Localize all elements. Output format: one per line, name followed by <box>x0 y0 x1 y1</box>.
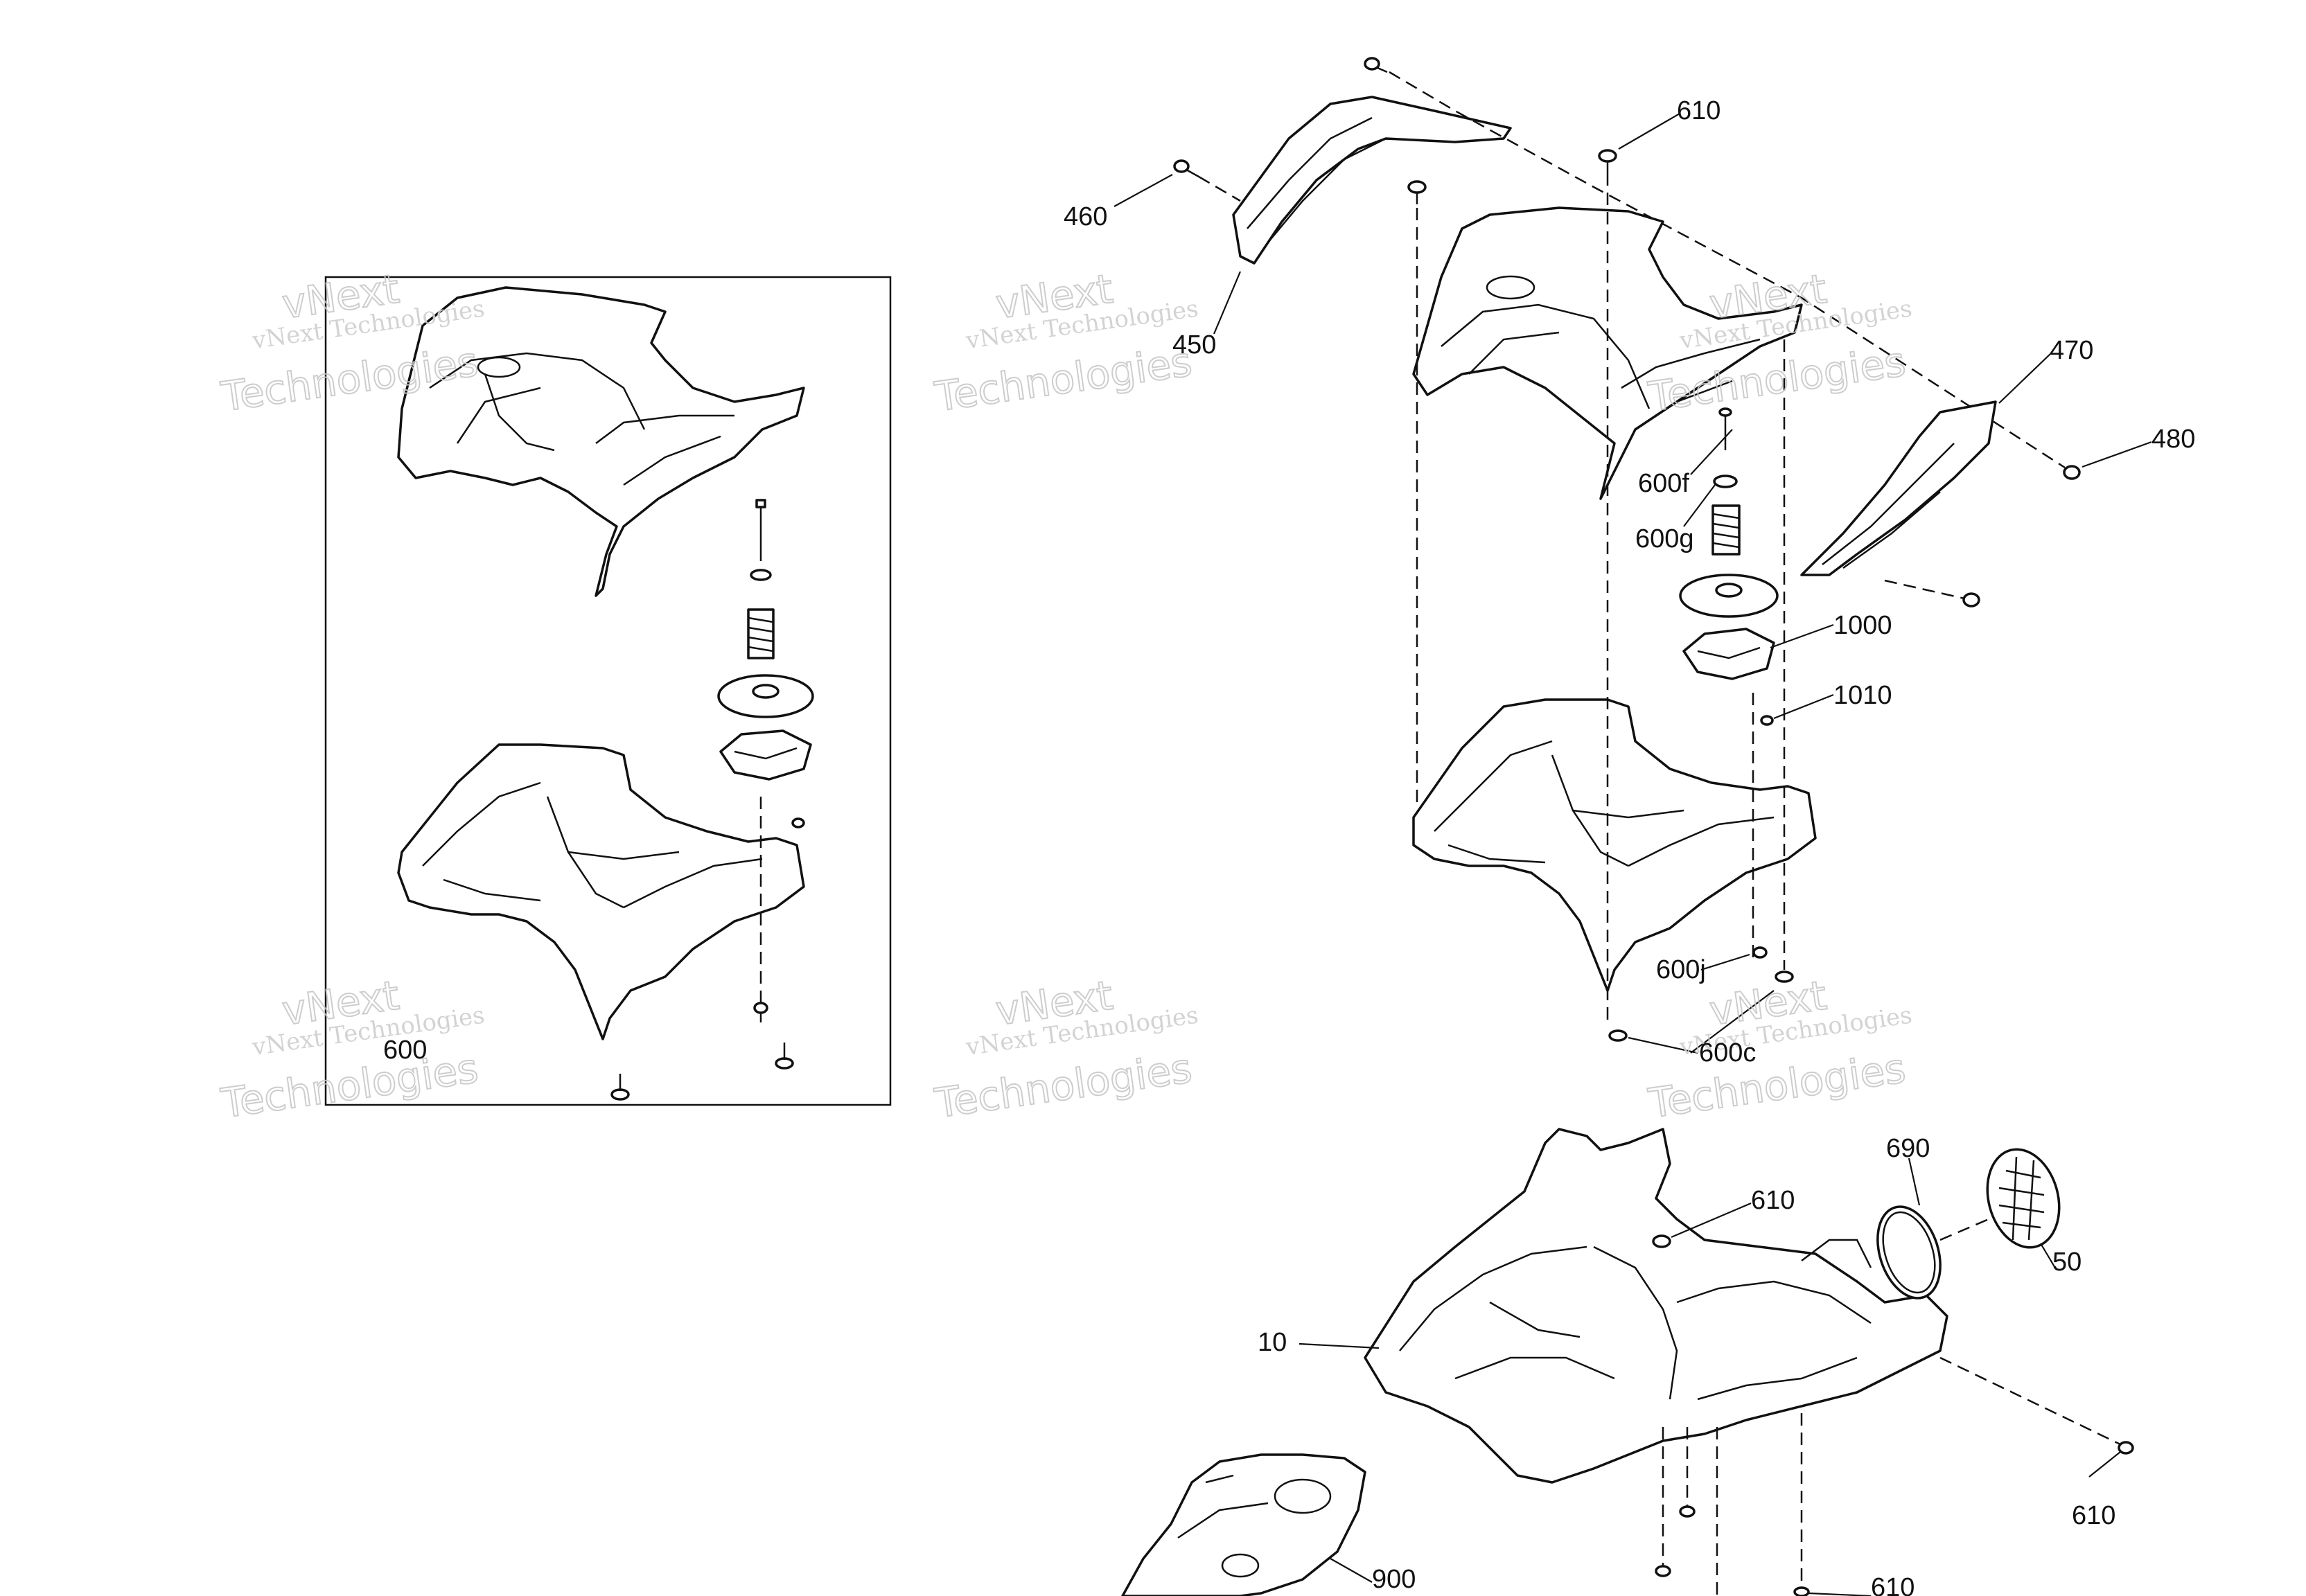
dash-460-to-450 <box>1198 175 1241 202</box>
label-1010: 1010 <box>1833 681 1892 710</box>
label-610-mid: 610 <box>1751 1186 1795 1215</box>
watermark-5: vNext vNext Technologies Technologies <box>931 971 1200 1128</box>
duct-900 <box>1121 1453 1366 1596</box>
label-600g: 600g <box>1635 524 1694 553</box>
screw-610-right <box>2118 1441 2134 1455</box>
inset-nut <box>753 1002 768 1014</box>
label-900: 900 <box>1372 1565 1416 1594</box>
label-10: 10 <box>1258 1328 1287 1357</box>
spring-stack <box>1679 407 1779 726</box>
screw-bottom-c <box>1793 1586 1810 1596</box>
watermark-4: vNext vNext Technologies Technologies <box>218 971 486 1128</box>
dash-top-to-body <box>1389 71 2066 469</box>
label-600j: 600j <box>1656 955 1706 984</box>
label-610-bottom: 610 <box>1871 1573 1915 1596</box>
inset-frame <box>324 276 892 1106</box>
ring-690 <box>1876 1205 1942 1300</box>
label-50: 50 <box>2052 1248 2081 1277</box>
screw-600c-left <box>1608 1029 1628 1042</box>
label-600: 600 <box>383 1036 427 1065</box>
screw-460 <box>1173 159 1199 178</box>
inset-screw-left <box>610 1074 630 1101</box>
lower-frame <box>1412 698 1817 992</box>
screw-left-top <box>1407 180 1427 204</box>
inset-lower-frame <box>397 743 805 1040</box>
leader-lines <box>1114 113 2152 1596</box>
label-610-right: 610 <box>2072 1501 2115 1530</box>
label-610-top: 610 <box>1677 96 1720 125</box>
dash-ring-to-grille <box>1939 1218 1989 1241</box>
dash-470-to-lower <box>1884 579 1965 600</box>
screw-lower-470 <box>1962 592 1980 608</box>
label-460: 460 <box>1064 202 1107 231</box>
label-690: 690 <box>1886 1134 1930 1163</box>
inset-screw-right <box>775 1043 794 1070</box>
screw-480 <box>2063 465 2081 480</box>
watermark-6: vNext vNext Technologies Technologies <box>1645 971 1914 1128</box>
main-housing-10 <box>1364 1128 1948 1484</box>
panel-450 <box>1232 96 1512 265</box>
label-1000: 1000 <box>1833 611 1892 640</box>
screw-610-top <box>1598 149 1617 173</box>
nut-600j <box>1752 946 1768 959</box>
screw-610-mid <box>1652 1234 1671 1248</box>
label-600f: 600f <box>1638 469 1689 498</box>
inset-upper-housing <box>397 286 805 597</box>
label-470: 470 <box>2050 336 2093 365</box>
label-600c: 600c <box>1699 1038 1756 1067</box>
screw-bottom-b <box>1655 1565 1671 1577</box>
inset-spring-stack <box>717 499 814 828</box>
panel-470 <box>1800 400 1997 576</box>
label-480: 480 <box>2151 425 2195 454</box>
dash-housing-to-screw <box>1939 1356 2121 1446</box>
watermark-2: vNext vNext Technologies Technologies <box>931 265 1200 422</box>
label-450: 450 <box>1172 330 1216 360</box>
screw-600c-right <box>1775 970 1794 983</box>
screw-top <box>1364 57 1388 73</box>
grille-50 <box>1986 1148 2061 1249</box>
screw-bottom-a <box>1679 1505 1696 1518</box>
